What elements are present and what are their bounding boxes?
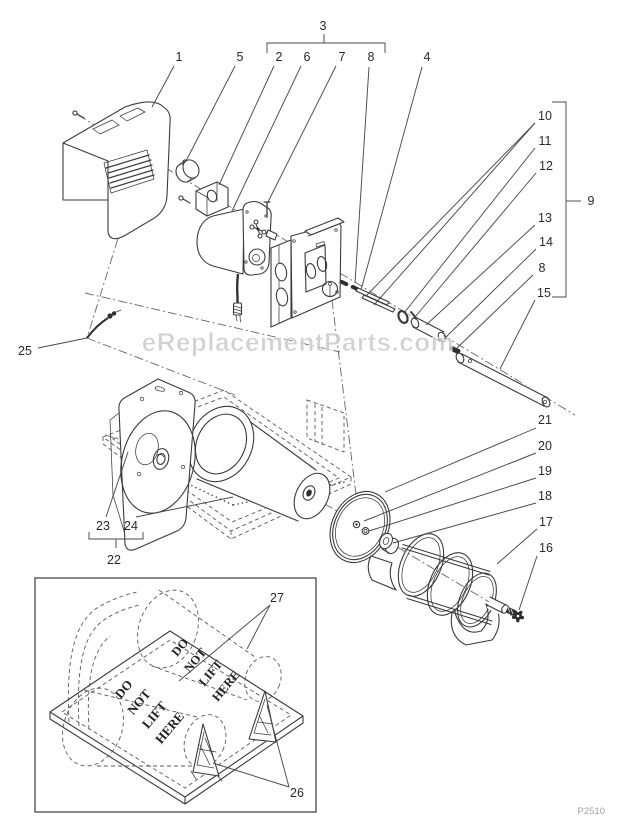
callout-24: 24 xyxy=(124,519,138,533)
bracket-label-9: 9 xyxy=(588,194,595,208)
callout-23: 23 xyxy=(96,519,110,533)
leader-lines xyxy=(37,65,538,788)
callout-4: 4 xyxy=(424,50,431,64)
group-brackets: 3 9 22 xyxy=(88,19,595,567)
inset-border xyxy=(34,577,317,813)
callout-15: 15 xyxy=(537,286,551,300)
pin-part xyxy=(263,201,271,218)
callout-21: 21 xyxy=(538,413,552,427)
callout-5: 5 xyxy=(237,50,244,64)
o-ring-part xyxy=(397,309,409,325)
mount-bracket-part xyxy=(195,181,229,217)
callout-8: 8 xyxy=(539,261,546,275)
callout-11: 11 xyxy=(539,134,552,148)
pulley-part xyxy=(329,491,391,563)
callout-17: 17 xyxy=(539,515,553,529)
callout-13: 13 xyxy=(538,211,552,225)
fan-nut-part xyxy=(511,610,524,623)
watermark: eReplacementParts.com xyxy=(142,327,455,357)
wire-harness-part xyxy=(86,309,122,339)
top-bracket-part xyxy=(304,217,345,236)
callout-8: 8 xyxy=(368,50,375,64)
callout-2: 2 xyxy=(276,50,283,64)
callout-20: 20 xyxy=(538,439,552,453)
callout-27: 27 xyxy=(270,591,284,605)
callout-25: 25 xyxy=(18,344,32,358)
motor-pump-part xyxy=(196,200,278,323)
callout-10: 10 xyxy=(538,109,552,123)
callout-14: 14 xyxy=(539,235,553,249)
shaft-hardware-parts xyxy=(339,279,551,408)
hood-cover-part xyxy=(62,101,171,240)
frame-panel-part xyxy=(270,217,345,328)
power-cord xyxy=(235,273,240,303)
callout-18: 18 xyxy=(538,489,552,503)
hub-nut-part xyxy=(361,527,370,535)
callout-7: 7 xyxy=(339,50,346,64)
drawing-number: P2510 xyxy=(578,806,605,817)
callout-6: 6 xyxy=(304,50,311,64)
drum-part xyxy=(187,405,331,523)
auger-cage-part xyxy=(367,533,524,646)
callout-19: 19 xyxy=(538,464,552,478)
inset-stand-brackets xyxy=(190,690,277,782)
callout-16: 16 xyxy=(539,541,553,555)
grille-hatch xyxy=(105,154,155,189)
clamp-part xyxy=(175,159,200,183)
cord-plug xyxy=(232,302,243,316)
callout-1: 1 xyxy=(176,50,183,64)
pin-small-part xyxy=(410,311,418,320)
bracket-label-22: 22 xyxy=(107,553,121,567)
bearing-plate-part xyxy=(109,378,196,551)
inset-pallet xyxy=(49,630,304,805)
callout-26: 26 xyxy=(290,786,304,800)
bracket-label-3: 3 xyxy=(320,19,327,33)
callout-12: 12 xyxy=(539,159,553,173)
